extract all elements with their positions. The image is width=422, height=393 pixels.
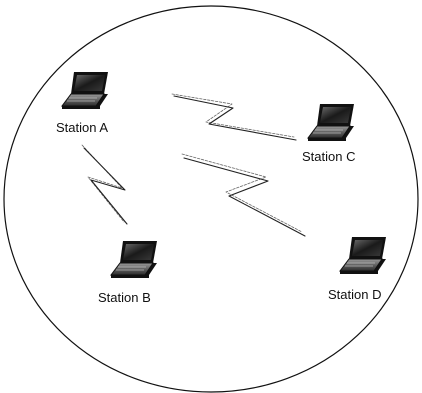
wireless-signal-icon [81, 144, 128, 225]
station-label: Station D [328, 287, 381, 302]
wireless-signal-icon [181, 153, 306, 237]
network-boundary-circle [3, 5, 419, 393]
station-d: Station D [328, 236, 387, 302]
laptop-icon [110, 240, 158, 279]
laptop-icon [339, 236, 387, 275]
wireless-signal-icon [171, 93, 297, 141]
station-c: Station C [302, 103, 355, 164]
station-label: Station C [302, 149, 355, 164]
station-label: Station A [56, 120, 108, 135]
station-a: Station A [56, 71, 109, 135]
station-label: Station B [98, 290, 151, 305]
laptop-icon [61, 71, 109, 110]
station-b: Station B [98, 240, 158, 305]
laptop-icon [307, 103, 355, 142]
